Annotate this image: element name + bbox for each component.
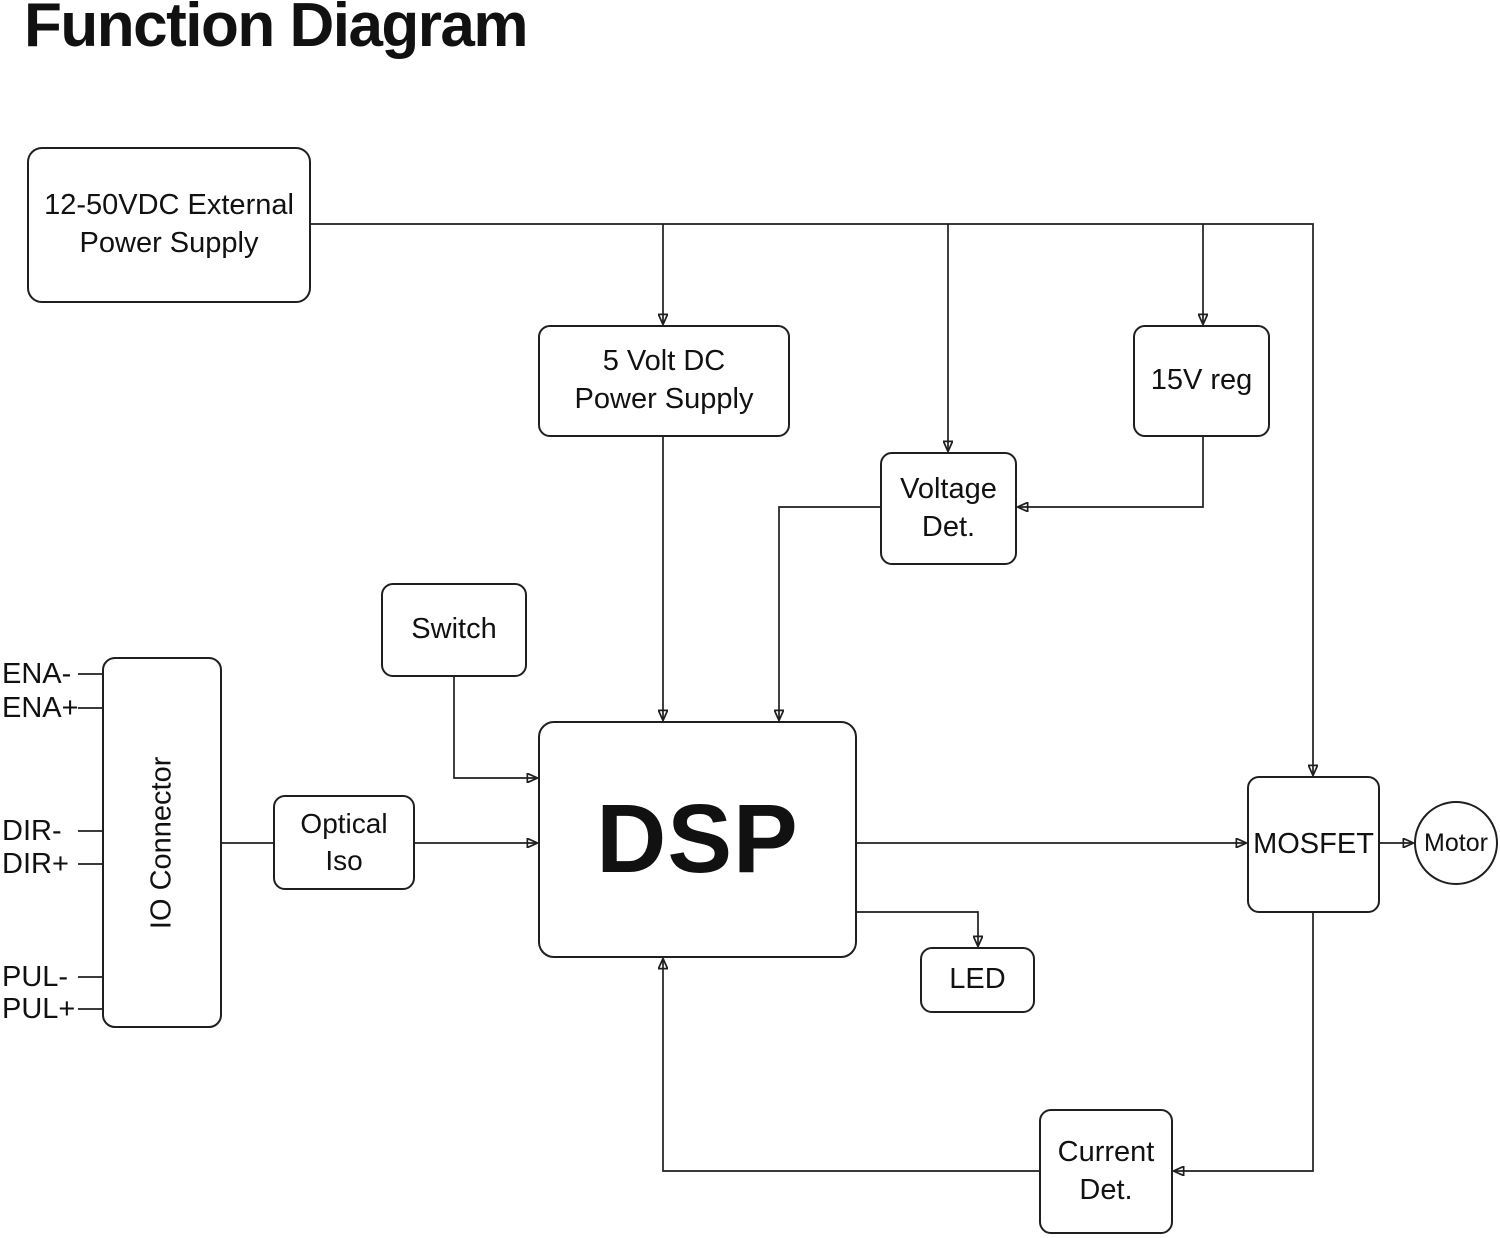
- pin-label-pul-minus: PUL-: [2, 960, 69, 993]
- block-label: Power Supply: [79, 227, 259, 259]
- wire-mosfet-to-current-det: [1175, 913, 1314, 1171]
- block-label: Det.: [1079, 1173, 1133, 1206]
- block-label: LED: [949, 963, 1006, 996]
- block-label: Optical: [300, 808, 388, 840]
- wire-voltage-det-to-dsp: [779, 506, 880, 719]
- pin-label-dir-plus: DIR+: [2, 847, 69, 880]
- block-mosfet: MOSFET: [1247, 776, 1380, 913]
- block-label: Power Supply: [574, 383, 754, 415]
- block-label: Voltage: [900, 472, 997, 505]
- block-current-detector: Current Det.: [1039, 1109, 1173, 1234]
- block-label: 5 Volt DC: [602, 345, 726, 378]
- block-io-connector: IO Connector: [102, 657, 222, 1028]
- block-motor: Motor: [1414, 801, 1498, 885]
- wire-current-det-to-dsp: [663, 960, 1039, 1172]
- block-5v-dc-power-supply: 5 Volt DC Power Supply: [538, 325, 790, 437]
- block-label: Motor: [1424, 828, 1488, 857]
- block-switch: Switch: [381, 583, 527, 677]
- pin-label-pul-plus: PUL+: [2, 992, 76, 1025]
- block-led: LED: [920, 947, 1035, 1013]
- block-label: IO Connector: [145, 756, 178, 929]
- block-optical-isolator: Optical Iso: [273, 795, 415, 890]
- block-dsp: DSP: [538, 721, 857, 958]
- block-label: MOSFET: [1253, 827, 1374, 860]
- block-label: DSP: [596, 784, 799, 894]
- block-15v-regulator: 15V reg: [1133, 325, 1270, 437]
- block-label: 15V reg: [1150, 364, 1253, 397]
- pin-label-dir-minus: DIR-: [2, 814, 62, 847]
- block-external-power-supply: 12-50VDC External Power Supply: [27, 147, 311, 303]
- pin-label-ena-plus: ENA+: [2, 691, 79, 724]
- wire-power-bus-to-mosfet: [311, 223, 1313, 774]
- pin-label-ena-minus: ENA-: [2, 657, 72, 690]
- block-label: Current: [1057, 1135, 1155, 1168]
- block-label: Iso: [325, 844, 363, 876]
- wire-15v-reg-to-voltage-det: [1019, 437, 1204, 507]
- wire-dsp-to-led: [857, 911, 978, 945]
- block-label: Switch: [411, 613, 497, 646]
- page-title: Function Diagram: [24, 0, 529, 60]
- wire-switch-to-dsp: [453, 677, 536, 778]
- block-label: 12-50VDC External: [44, 189, 294, 222]
- block-label: Det.: [921, 510, 976, 543]
- block-voltage-detector: Voltage Det.: [880, 452, 1017, 565]
